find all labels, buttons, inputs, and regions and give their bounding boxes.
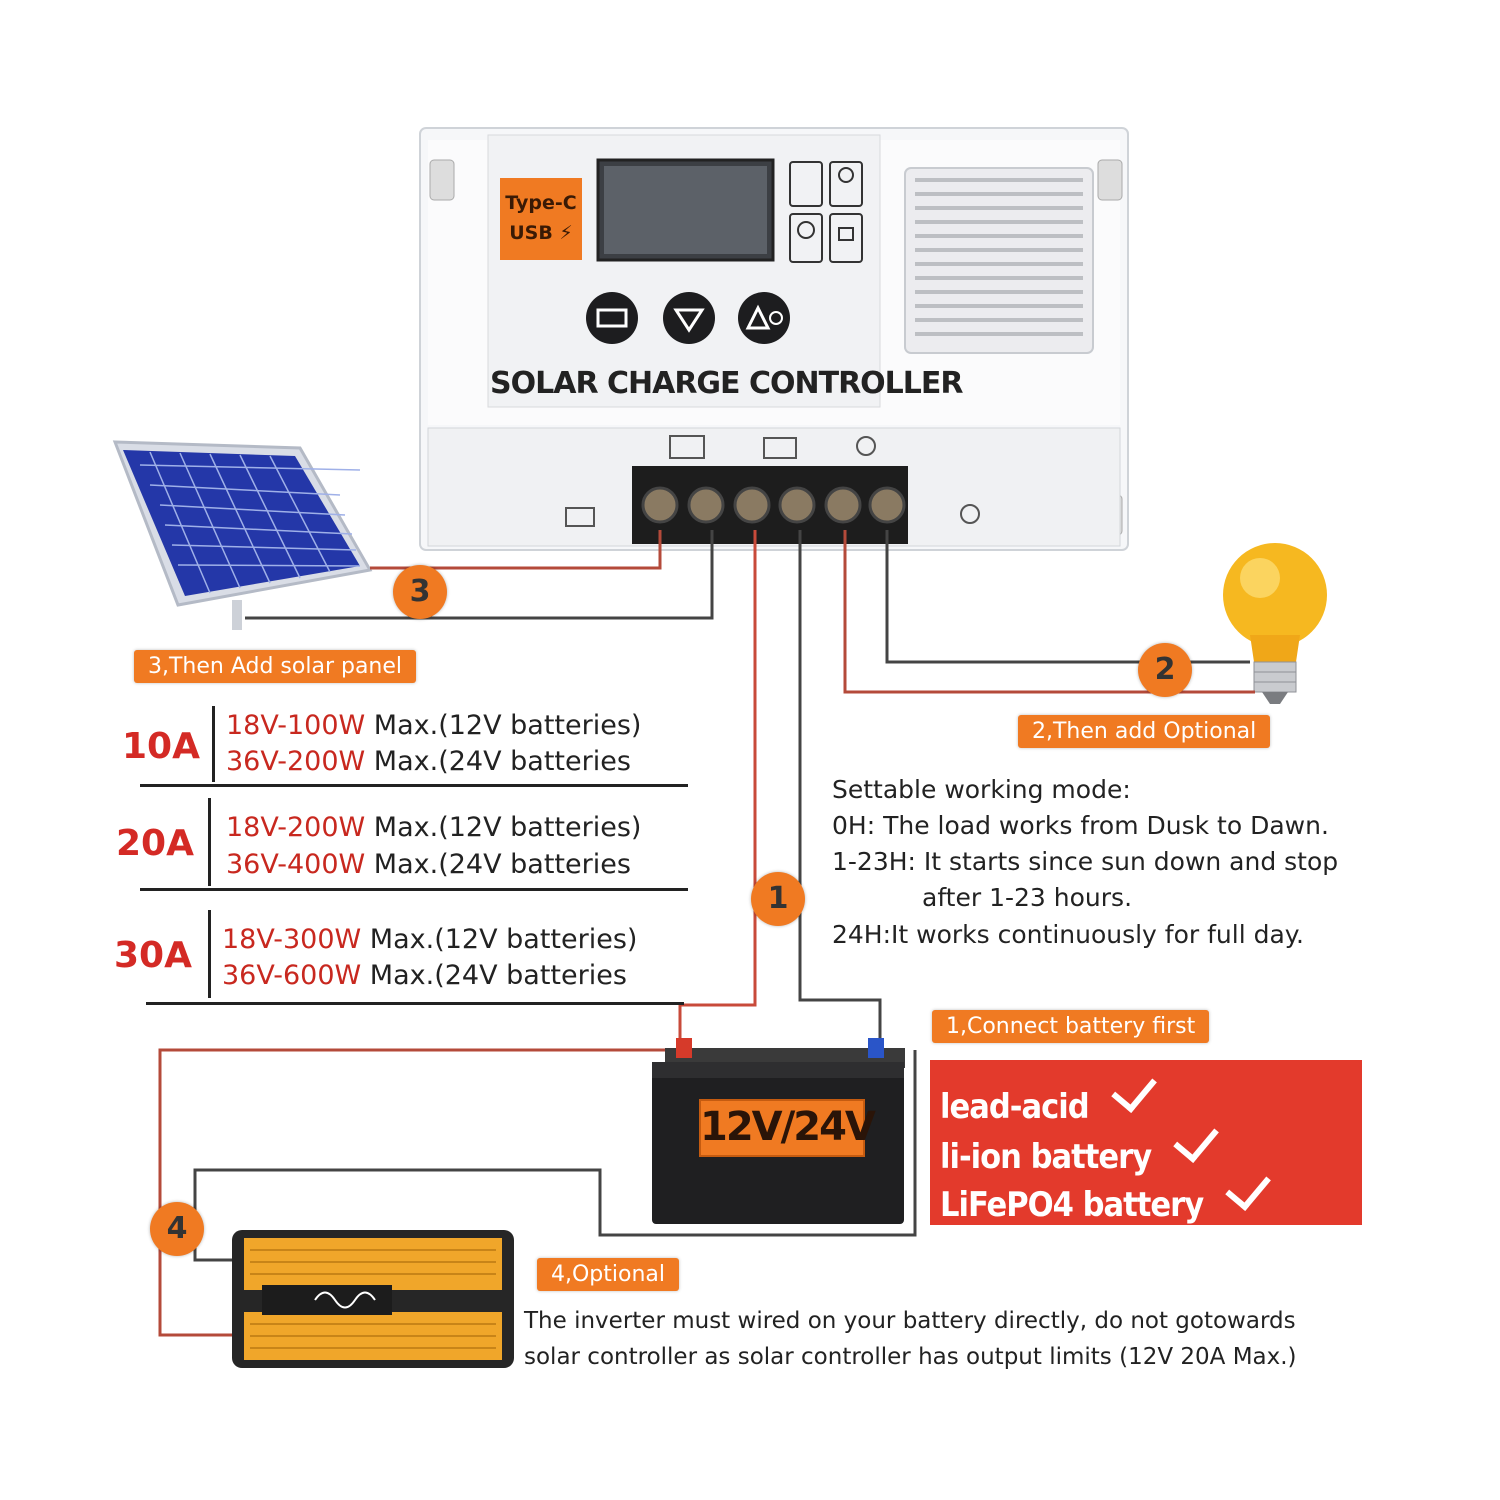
rating-divider: [212, 706, 215, 782]
terminal-block: [632, 466, 908, 544]
working-mode-0h: 0H: The load works from Dusk to Dawn.: [832, 811, 1329, 840]
battery-type-item: lead-acid: [940, 1065, 1157, 1127]
wires: [158, 530, 1255, 1337]
rating-separator: [146, 1002, 684, 1005]
step-3-circle: 3: [393, 565, 447, 619]
menu-button[interactable]: [586, 292, 638, 344]
check-icon: [1173, 1115, 1220, 1163]
battery-voltage-plate: [699, 1099, 865, 1157]
rating-current: 30A: [114, 935, 192, 976]
battery-voltage-label: 12V/24V: [700, 1104, 876, 1150]
step-1-label: 1,Connect battery first: [932, 1010, 1210, 1043]
inverter-illustration: [232, 1230, 514, 1368]
step-4-circle: 4: [150, 1202, 204, 1256]
working-mode-heading: Settable working mode:: [832, 775, 1131, 804]
step-3-label: 3,Then Add solar panel: [134, 650, 417, 683]
up-button[interactable]: [738, 292, 790, 344]
battery-types-panel: lead-acid li-ion battery LiFePO4 battery: [930, 1060, 1362, 1225]
step-2-circle: 2: [1138, 643, 1192, 697]
setting-icons: [789, 161, 863, 263]
rating-spec-line: 36V-600W Max.(24V batteries: [222, 960, 627, 991]
working-mode-1-23h: 1-23H: It starts since sun down and stop: [832, 847, 1339, 876]
solar-charge-controller: [419, 127, 1129, 551]
battery-type-item: LiFePO4 battery: [940, 1163, 1272, 1225]
rating-spec-line: 36V-200W Max.(24V batteries: [226, 746, 631, 777]
usb-badge: [500, 178, 582, 260]
down-button[interactable]: [663, 292, 715, 344]
vent-grill: [904, 167, 1094, 354]
rating-spec-line: 18V-300W Max.(12V batteries): [222, 924, 638, 955]
step-1-circle: 1: [751, 872, 805, 926]
step-2-label: 2,Then add Optional: [1018, 715, 1271, 748]
inverter-note-line1: The inverter must wired on your battery …: [524, 1308, 1296, 1334]
working-mode-24h: 24H:It works continuously for full day.: [832, 920, 1304, 949]
rating-separator: [140, 784, 688, 787]
controller-title: SOLAR CHARGE CONTROLLER: [490, 366, 964, 401]
light-bulb-illustration: [1223, 543, 1327, 704]
usb-label: Type-C USB ⚡: [500, 188, 582, 248]
rating-divider: [208, 910, 211, 998]
rating-divider: [208, 798, 211, 886]
working-mode-1-23h-cont: after 1-23 hours.: [922, 883, 1133, 912]
inverter-note-line2: solar controller as solar controller has…: [524, 1344, 1297, 1370]
check-icon: [1225, 1163, 1272, 1211]
solar-panel-illustration: [112, 440, 373, 630]
battery-illustration: [652, 1038, 905, 1224]
battery-type-item: li-ion battery: [940, 1115, 1220, 1177]
rating-current: 10A: [122, 726, 200, 767]
rating-separator: [140, 888, 688, 891]
rating-spec-line: 36V-400W Max.(24V batteries: [226, 849, 631, 880]
rating-spec-line: 18V-200W Max.(12V batteries): [226, 812, 642, 843]
step-4-label: 4,Optional: [537, 1258, 680, 1291]
usb-label-line2: USB ⚡: [509, 222, 573, 244]
rating-current: 20A: [116, 823, 194, 864]
usb-label-line1: Type-C: [505, 192, 577, 214]
check-icon: [1110, 1065, 1157, 1113]
rating-spec-line: 18V-100W Max.(12V batteries): [226, 710, 642, 741]
